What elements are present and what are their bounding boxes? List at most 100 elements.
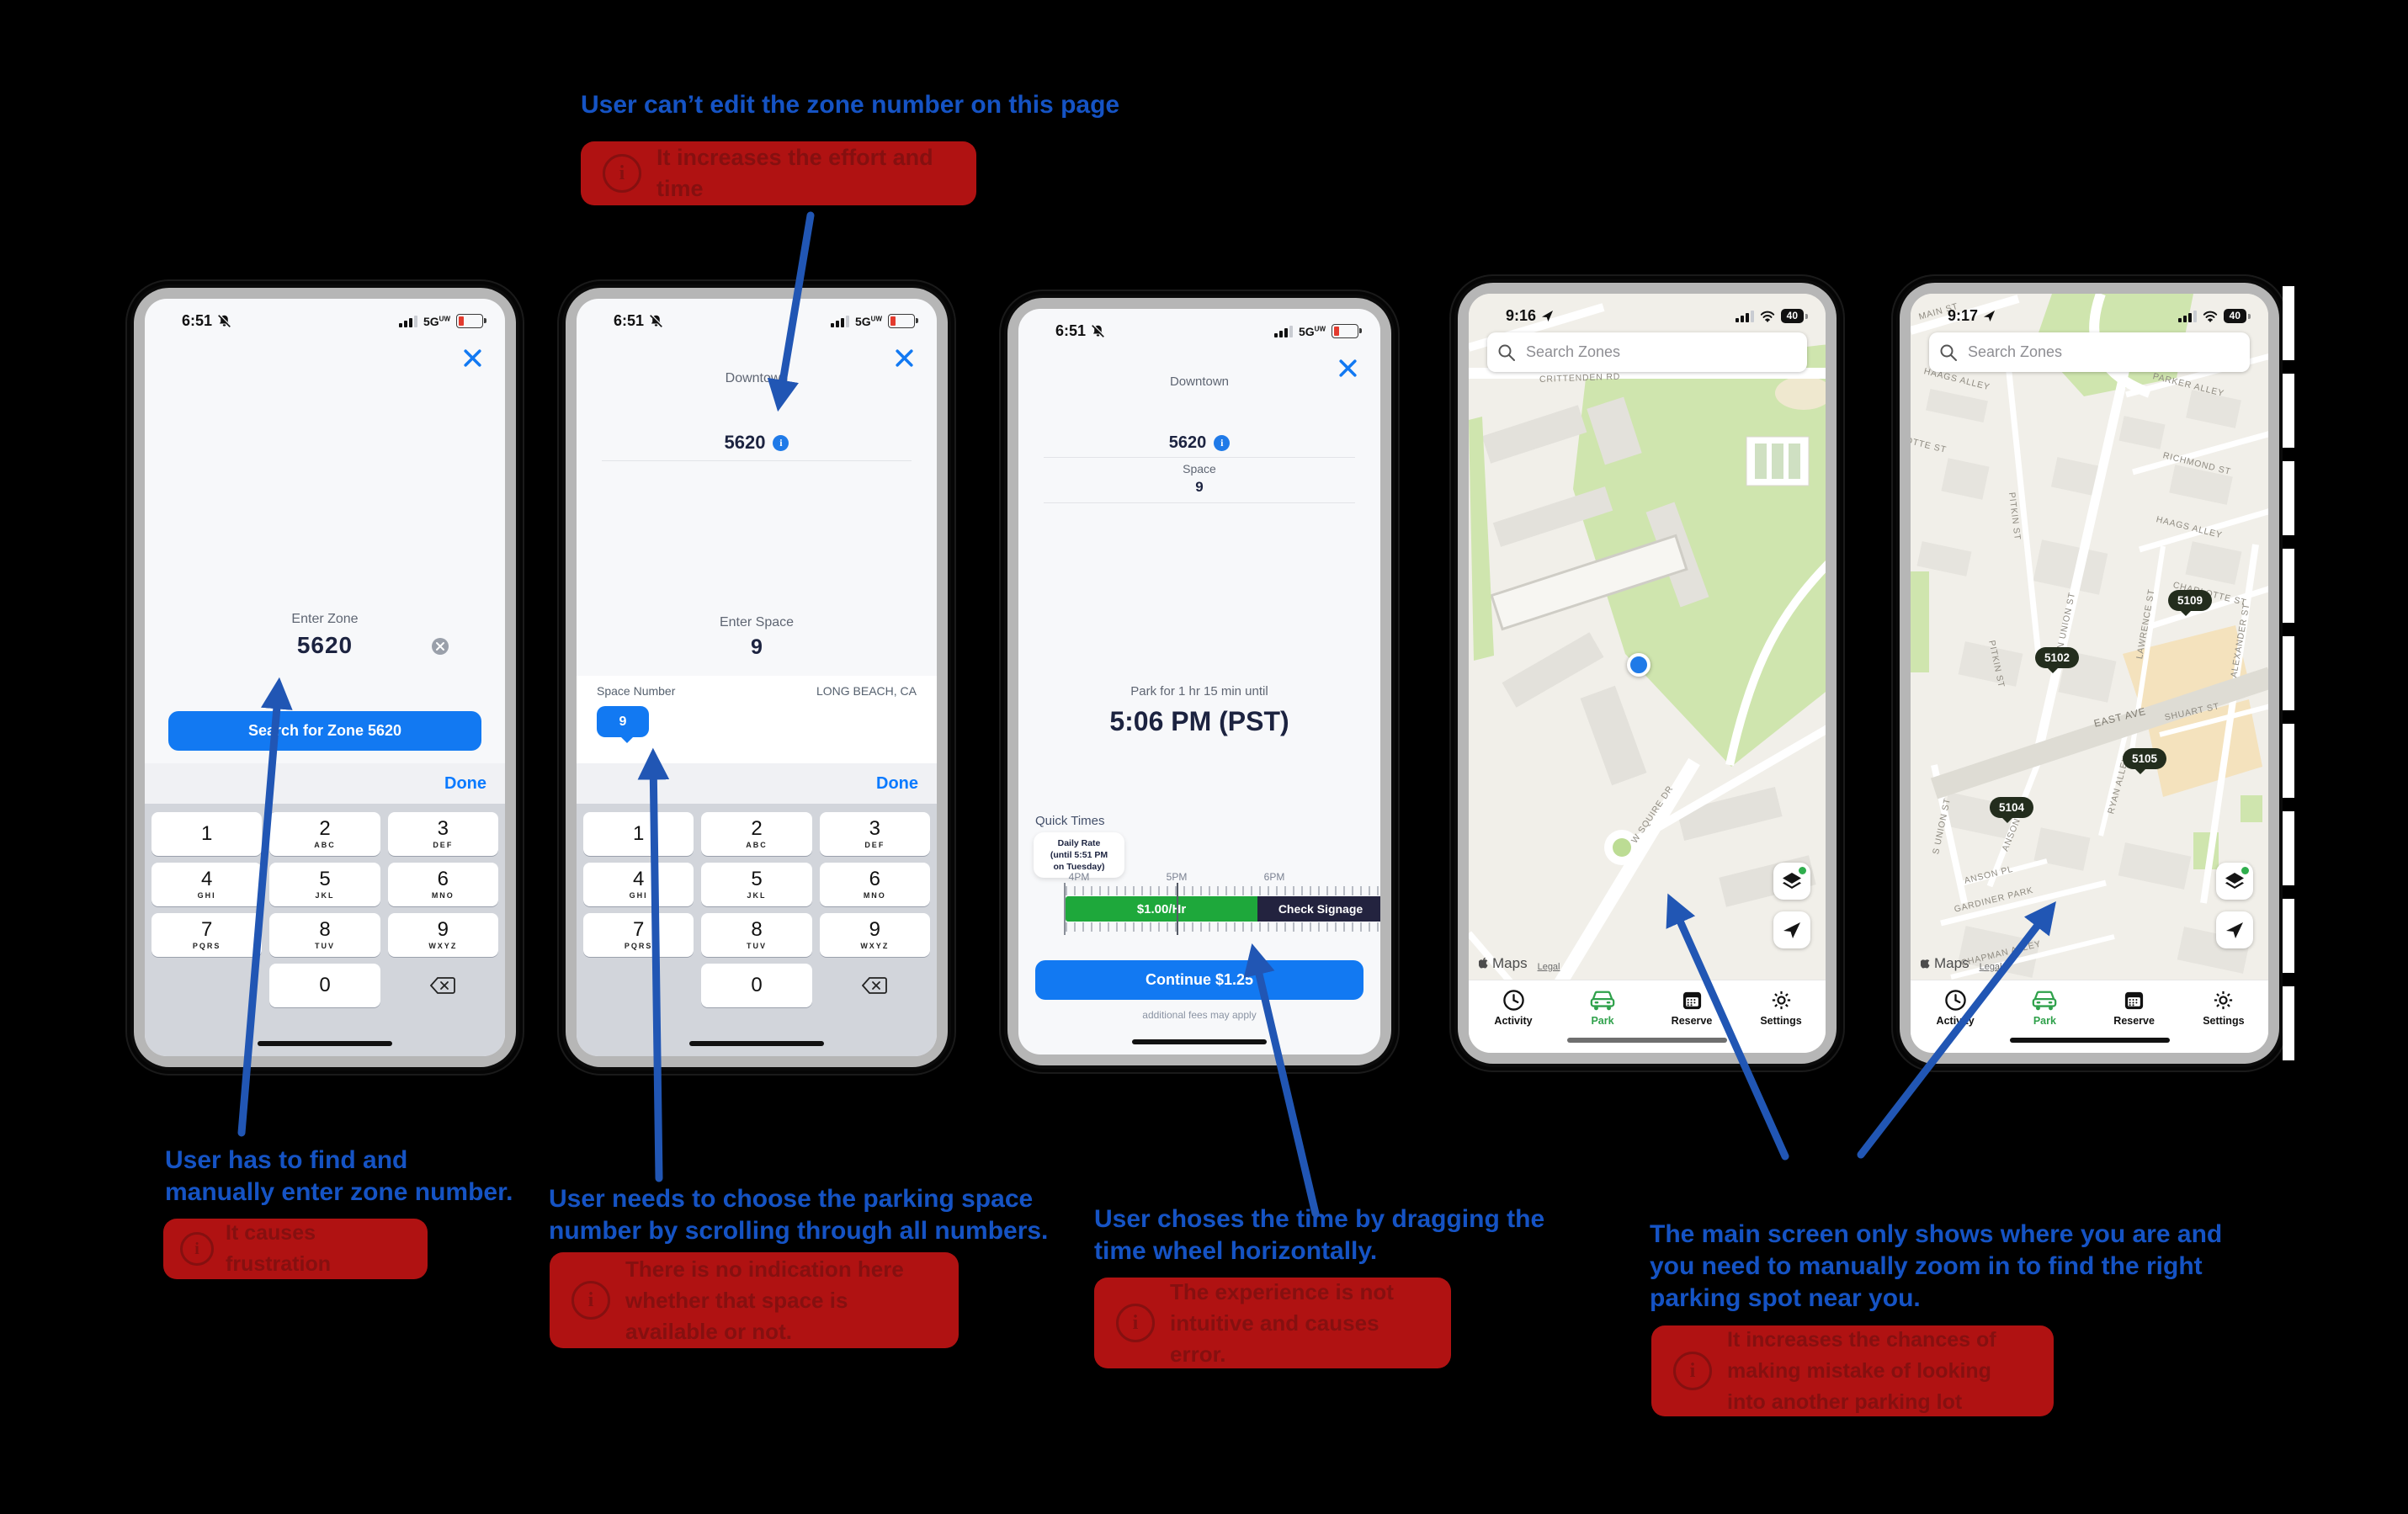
signal-icon xyxy=(830,315,849,327)
time-needle[interactable] xyxy=(1177,883,1178,935)
home-indicator[interactable] xyxy=(1567,1038,1727,1043)
backspace-key[interactable] xyxy=(388,964,498,1007)
space-value[interactable]: 9 xyxy=(751,635,763,659)
screen-map-zoomed: MAIN ST HAAGS ALLEY PARKER ALLEY RICHMON… xyxy=(1911,294,2268,1053)
continue-button[interactable]: Continue $1.25 xyxy=(1035,960,1363,1000)
legal-link[interactable]: Legal xyxy=(1979,962,2002,972)
phone-bezel: MAIN ST HAAGS ALLEY PARKER ALLEY RICHMON… xyxy=(1900,283,2279,1064)
check-signage-bar[interactable]: Check Signage xyxy=(1257,896,1380,922)
until-time: 5:06 PM (PST) xyxy=(1109,706,1289,736)
tab-activity[interactable]: Activity xyxy=(1911,980,2000,1053)
annotation-3-alert: i The experience is not intuitive and ca… xyxy=(1094,1278,1451,1368)
zone-value[interactable]: 5620 xyxy=(296,632,353,658)
time-ruler-top[interactable] xyxy=(1066,886,1380,895)
home-indicator[interactable] xyxy=(2009,1038,2170,1043)
maps-attribution: Maps Legal xyxy=(1921,955,2002,972)
locate-me-button[interactable] xyxy=(1773,911,1810,948)
done-button[interactable]: Done xyxy=(876,773,918,793)
search-icon xyxy=(1940,344,1957,361)
screen-enter-space: 6:51 5GUW Downtown 5620 i Enter Space 9 … xyxy=(577,299,937,1056)
tab-settings[interactable]: Settings xyxy=(1736,980,1826,1053)
location-services-icon xyxy=(1983,310,1996,322)
status-bar: 9:16 40 xyxy=(1469,305,1826,331)
bell-slash-icon xyxy=(1092,324,1106,337)
search-input[interactable] xyxy=(1966,343,2240,362)
time-ruler-bottom[interactable] xyxy=(1066,922,1380,932)
done-button[interactable]: Done xyxy=(444,773,486,793)
zone-info-icon[interactable]: i xyxy=(773,434,789,451)
home-indicator[interactable] xyxy=(689,1041,824,1046)
tab-settings[interactable]: Settings xyxy=(2179,980,2268,1053)
info-icon: i xyxy=(180,1232,214,1266)
key-0[interactable]: 0 xyxy=(701,964,812,1007)
close-icon[interactable] xyxy=(1337,358,1358,383)
rate-bar[interactable]: $1.00/Hr xyxy=(1066,896,1257,922)
home-indicator[interactable] xyxy=(258,1041,392,1046)
key-0[interactable]: 0 xyxy=(269,964,380,1007)
signal-icon xyxy=(398,315,417,327)
space-picker-sheet: Space Number LONG BEACH, CA 9 xyxy=(577,676,937,763)
zone-info-icon[interactable]: i xyxy=(1214,435,1231,451)
space-chip[interactable]: 9 xyxy=(597,706,649,743)
locate-me-button[interactable] xyxy=(2216,911,2253,948)
tab-reserve[interactable]: Reserve xyxy=(2090,980,2179,1053)
location-label: Downtown xyxy=(725,371,789,385)
key-empty xyxy=(151,964,262,1007)
map-canvas[interactable] xyxy=(1911,294,2268,1051)
space-value: 9 xyxy=(1195,479,1204,495)
key-1[interactable]: 1 xyxy=(151,812,263,856)
zone-pin[interactable]: 5109 xyxy=(2168,590,2213,616)
screen-duration: 6:51 5GUW Downtown 5620 i Space 9 Park f… xyxy=(1018,309,1380,1054)
zone-search-bar[interactable] xyxy=(1487,332,1807,372)
close-icon[interactable] xyxy=(894,348,915,373)
search-icon xyxy=(1498,344,1515,361)
battery-low-icon xyxy=(888,314,918,328)
zone-pin[interactable]: 5105 xyxy=(2123,748,2167,774)
apple-maps-logo: Maps xyxy=(1921,955,1969,972)
backspace-key[interactable] xyxy=(820,964,930,1007)
legal-link[interactable]: Legal xyxy=(1537,962,1560,972)
search-input[interactable] xyxy=(1524,343,1797,362)
zone-search-bar[interactable] xyxy=(1929,332,2250,372)
zone-pin[interactable]: 5102 xyxy=(2035,647,2080,673)
gear-icon xyxy=(2214,991,2233,1010)
info-icon: i xyxy=(1673,1352,1712,1390)
layers-icon xyxy=(2225,873,2244,889)
clear-input-icon[interactable] xyxy=(431,637,449,660)
status-bar: 6:51 5GUW xyxy=(577,311,937,336)
layers-button[interactable] xyxy=(1773,863,1810,900)
search-zone-button[interactable]: Search for Zone 5620 xyxy=(168,711,481,751)
home-indicator[interactable] xyxy=(1132,1039,1267,1044)
layers-button[interactable] xyxy=(2216,863,2253,900)
navigation-arrow-icon xyxy=(1783,922,1800,938)
info-icon: i xyxy=(603,154,641,193)
park-duration-label: Park for 1 hr 15 min until xyxy=(1130,684,1268,699)
tab-activity[interactable]: Activity xyxy=(1469,980,1558,1053)
bell-slash-icon xyxy=(650,314,664,327)
info-icon: i xyxy=(1116,1304,1155,1342)
key-1[interactable]: 1 xyxy=(583,812,694,856)
tab-park[interactable]: Park xyxy=(1558,980,1647,1053)
backspace-icon xyxy=(430,977,456,994)
phone-bezel: 6:51 5GUW Downtown 5620 i Space 9 Park f… xyxy=(1007,298,1391,1065)
zone-pin[interactable]: 5104 xyxy=(1990,797,2034,823)
close-icon[interactable] xyxy=(462,348,483,373)
